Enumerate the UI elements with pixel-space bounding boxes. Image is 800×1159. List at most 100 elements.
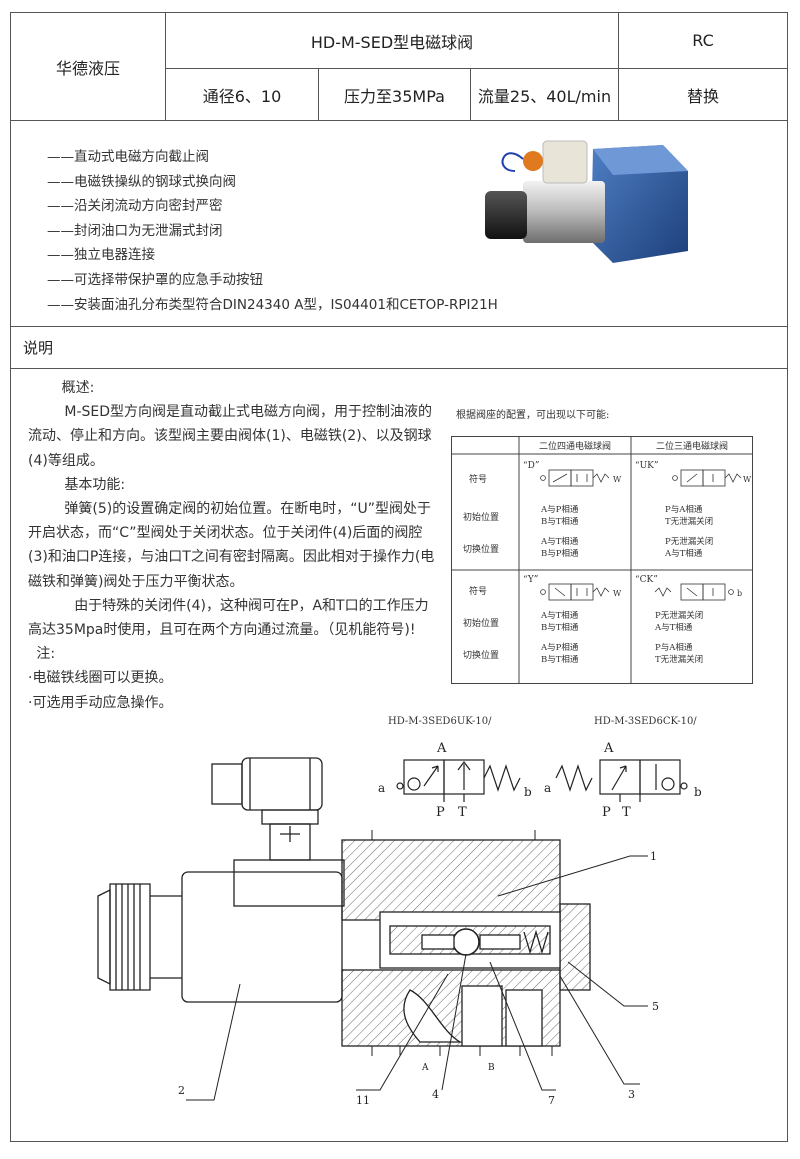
row-switch-label: 切换位置 xyxy=(463,543,499,555)
Y-init-2: B与T相通 xyxy=(541,622,579,633)
spec-cell-2: 压力至35MPa xyxy=(319,69,471,121)
brand-cell: 华德液压 xyxy=(11,13,166,121)
Y-sw-2: B与T相通 xyxy=(541,654,579,665)
part-label-3: 3 xyxy=(628,1088,635,1101)
overview-label: 概述: xyxy=(61,380,95,396)
document-page: 华德液压 HD-M-SED型电磁球阀 RC 通径6、10 压力至35MPa 流量… xyxy=(10,12,788,1142)
section-B-label: B xyxy=(488,1063,495,1073)
function-table: 二位四通电磁球阀 二位三通电磁球阀 符号 初始位置 切换位置 “D” W A与P… xyxy=(451,436,753,684)
plug-connector xyxy=(211,757,323,861)
table-col1-header: 二位四通电磁球阀 xyxy=(539,440,611,452)
feature-list: ——直动式电磁方向截止阀 ——电磁铁操纵的钢球式换向阀 ——沿关闭流动方向密封严… xyxy=(47,145,498,317)
port-P-label: P xyxy=(436,805,445,820)
list-item: ——封闭油口为无泄漏式封闭 xyxy=(47,222,223,239)
row-switch-label: 切换位置 xyxy=(463,649,499,661)
valve-symbol-D xyxy=(540,469,610,487)
UK-init-2: T无泄漏关闭 xyxy=(665,516,713,527)
list-item: ——独立电器连接 xyxy=(47,247,155,264)
UK-sw-2: A与T相通 xyxy=(664,548,703,559)
title-cell: HD-M-SED型电磁球阀 xyxy=(166,13,619,69)
function-text-1: 弹簧(5)的设置确定阀的初始位置。在断电时，“U”型阀处于开启状态，而“C”型阀… xyxy=(28,501,435,590)
svg-text:b: b xyxy=(694,785,702,799)
part-leader-lines xyxy=(186,855,648,1101)
replace-label: 替换 xyxy=(686,86,719,106)
valve-cross-section-drawing: HD-M-3SED6UK-10/ HD-M-3SED6CK-10/ a b A … xyxy=(97,716,702,1107)
part-label-1: 1 xyxy=(650,850,657,863)
svg-text:W: W xyxy=(613,589,622,598)
note-label: 注: xyxy=(36,646,56,663)
note-item: ·电磁铁线圈可以更换。 xyxy=(28,670,173,687)
spec-pressure: 压力至35MPa xyxy=(344,86,445,106)
list-item: ——电磁铁操纵的钢球式换向阀 xyxy=(47,173,236,190)
row-initial-label: 初始位置 xyxy=(463,511,499,523)
table-col2-header: 二位三通电磁球阀 xyxy=(656,440,728,452)
solenoid-coil xyxy=(97,859,345,1003)
svg-text:T: T xyxy=(622,805,631,820)
valve-symbol-UK xyxy=(672,469,742,487)
brand-name: 华德液压 xyxy=(55,58,120,78)
port-A-label: A xyxy=(436,741,447,756)
D-sw-1: A与T相通 xyxy=(540,536,579,547)
function-label: 基本功能: xyxy=(64,476,126,493)
list-item: ——可选择带保护罩的应急手动按钮 xyxy=(47,271,263,288)
symbol-label-uk: HD-M-3SED6UK-10/ xyxy=(388,716,492,727)
features-section: ——直动式电磁方向截止阀 ——电磁铁操纵的钢球式换向阀 ——沿关闭流动方向密封严… xyxy=(11,121,787,327)
part-label-11: 11 xyxy=(356,1094,370,1107)
spec-cell-3: 流量25、40L/min xyxy=(471,69,619,121)
D-init-1: A与P相通 xyxy=(540,504,579,515)
product-code: RC xyxy=(692,31,714,50)
D-sw-2: B与P相通 xyxy=(541,548,579,559)
section-A-label: A xyxy=(421,1063,429,1073)
symbol-code-UK: “UK” xyxy=(635,460,659,471)
svg-text:W: W xyxy=(743,475,752,484)
CK-sw-2: T无泄漏关闭 xyxy=(655,654,703,665)
svg-text:a: a xyxy=(544,781,551,795)
part-label-2: 2 xyxy=(178,1084,185,1097)
symbol-code-D: “D” xyxy=(523,460,539,471)
function-text-2: 由于特殊的关闭件(4)，这种阀可在P，A和T口的工作压力高达35Mpa时使用，且… xyxy=(28,597,429,639)
note-item: ·可选用手动应急操作。 xyxy=(28,694,173,711)
D-init-2: B与T相通 xyxy=(541,516,579,527)
valve-symbol-Y xyxy=(540,583,610,601)
list-item: ——沿关闭流动方向密封严密 xyxy=(47,198,223,215)
list-item: ——安装面油孔分布类型符合DIN24340 A型，IS04401和CETOP-R… xyxy=(47,296,498,313)
part-label-5: 5 xyxy=(652,1000,659,1013)
row-symbol-label: 符号 xyxy=(469,585,487,597)
spec-cell-1: 通径6、10 xyxy=(166,69,319,121)
description: 概述: M-SED型方向阀是直动截止式电磁方向阀，用于控制油液的流动、停止和方向… xyxy=(28,376,438,715)
port-b-label: b xyxy=(524,785,532,799)
symbol-code-CK: “CK” xyxy=(635,574,658,585)
Y-sw-1: A与P相通 xyxy=(540,642,579,653)
product-photo xyxy=(485,140,688,263)
valve-symbol-uk-large xyxy=(396,759,521,802)
list-item: ——直动式电磁方向截止阀 xyxy=(47,149,209,165)
overview-text: M-SED型方向阀是直动截止式电磁方向阀，用于控制油液的流动、停止和方向。该型阀… xyxy=(28,404,433,469)
svg-text:P: P xyxy=(602,805,611,820)
CK-init-2: A与T相通 xyxy=(654,622,693,633)
spec-flow: 流量25、40L/min xyxy=(477,86,612,106)
svg-text:A: A xyxy=(603,741,614,756)
part-label-4: 4 xyxy=(432,1088,439,1101)
spec-bore: 通径6、10 xyxy=(202,86,282,106)
row-initial-label: 初始位置 xyxy=(463,617,499,629)
row-symbol-label: 符号 xyxy=(469,473,487,485)
symbol-label-ck: HD-M-3SED6CK-10/ xyxy=(594,716,697,727)
header-table: 华德液压 HD-M-SED型电磁球阀 RC 通径6、10 压力至35MPa 流量… xyxy=(11,13,787,121)
svg-text:b: b xyxy=(737,589,742,598)
code-cell: RC xyxy=(619,13,787,69)
CK-sw-1: P与A相通 xyxy=(655,642,693,653)
section-header: 说明 xyxy=(11,327,787,369)
svg-text:W: W xyxy=(613,475,622,484)
port-a-label: a xyxy=(378,781,385,795)
UK-sw-1: P无泄漏关闭 xyxy=(665,536,713,547)
valve-symbol-ck-large xyxy=(555,759,688,802)
replace-cell: 替换 xyxy=(619,69,787,121)
Y-init-1: A与T相通 xyxy=(540,610,579,621)
table-caption: 根据阀座的配置，可出现以下可能: xyxy=(456,410,610,421)
product-title: HD-M-SED型电磁球阀 xyxy=(310,32,474,52)
UK-init-1: P与A相通 xyxy=(665,504,703,515)
port-T-label: T xyxy=(458,805,467,820)
valve-symbol-CK xyxy=(654,583,734,601)
symbol-code-Y: “Y” xyxy=(523,574,538,585)
valve-body xyxy=(341,839,591,1047)
